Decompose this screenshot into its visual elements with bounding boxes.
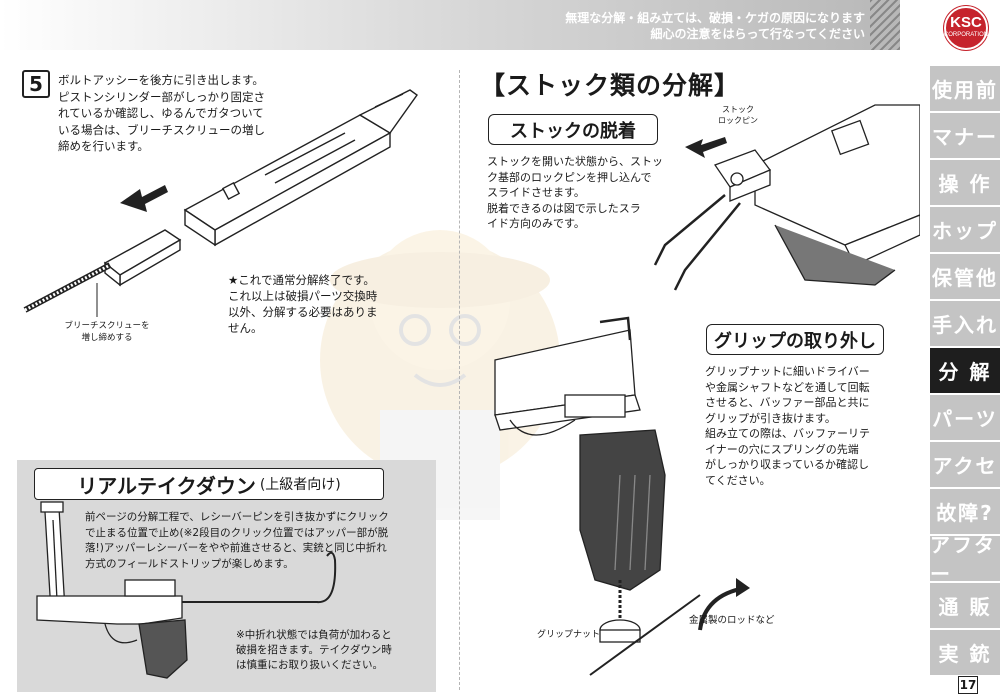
- stock-line: スライドさせます。: [487, 186, 585, 199]
- side-tab-operation[interactable]: 操 作: [930, 160, 1000, 205]
- step-number-badge: 5: [22, 70, 50, 98]
- grip-removal-title: グリップの取り外し: [706, 324, 884, 355]
- step5-line: れているか確認し、ゆるんでガタついて: [58, 106, 264, 120]
- ksc-logo: KSC CORPORATION: [940, 6, 992, 50]
- step5-line: ボルトアッシーを後方に引き出します。: [58, 73, 264, 87]
- real-takedown-subtitle: (上級者向け): [259, 477, 341, 493]
- stock-line: ク基部のロックピンを押し込んで: [487, 170, 652, 184]
- takedown-line: 方式のフィールドストリップが楽しめます。: [85, 557, 294, 570]
- grip-line: グリップが引き抜けます。: [705, 411, 836, 425]
- grip-nut-label: グリップナット: [537, 630, 601, 640]
- breech-screw-caption: ブリーチスクリューを 増し締めする: [52, 320, 162, 344]
- stock-removal-text: ストックを開いた状態から、ストッ ク基部のロックピンを押し込んで スライドさせま…: [487, 154, 677, 232]
- bolt-assembly-illustration: [23, 89, 418, 317]
- takedown-line: 前ページの分解工程で、レシーバーピンを引き抜かずにクリック: [85, 511, 389, 523]
- side-tab-disassembly[interactable]: 分 解: [930, 348, 1000, 393]
- side-tab-manners[interactable]: マナー: [930, 113, 1000, 158]
- step5-line: ピストンシリンダー部がしっかり固定さ: [58, 89, 265, 104]
- real-takedown-title-box: リアルテイクダウン (上級者向け): [34, 468, 384, 500]
- safety-notice-line1: 無理な分解・組み立ては、破損・ケガの原因になります: [565, 11, 865, 25]
- caution-line: 破損を招きます。テイクダウン時: [236, 644, 392, 656]
- end-note-line: 以外、分解する必要はありま: [228, 305, 378, 319]
- safety-notice-line2: 細心の注意をはらって行なってください: [650, 27, 865, 41]
- side-nav-tabs: 使用前 マナー 操 作 ホップ 保管他 手入れ 分 解 パーツ アクセ 故障? …: [930, 66, 1000, 677]
- grip-line: がしっかり収まっているか確認し: [705, 458, 870, 471]
- end-note-line: せん。: [228, 321, 263, 335]
- stock-lock-pin-label: ストック ロックピン: [713, 104, 763, 126]
- stock-illustration: [653, 104, 920, 291]
- grip-line: グリップナットに細いドライバー: [705, 365, 870, 378]
- grip-line: てください。: [705, 473, 771, 487]
- step5-instructions: ボルトアッシーを後方に引き出します。 ピストンシリンダー部がしっかり固定さ れて…: [58, 72, 290, 155]
- page-number: 17: [958, 676, 978, 694]
- end-note-line: ★これで通常分解終了です。: [228, 273, 375, 287]
- stock-section-title: 【ストック類の分解】: [480, 71, 741, 100]
- end-note-line: これ以上は破損パーツ交換時: [228, 289, 378, 303]
- side-tab-storage[interactable]: 保管他: [930, 254, 1000, 299]
- takedown-line: で止まる位置で止め(※2段目のクリック位置ではアッパー部が脱: [85, 526, 389, 539]
- takedown-line: 落!)アッパーレシーバーをやや前進させると、実銃と同じ中折れ: [85, 542, 387, 554]
- grip-line: イナーの穴にスプリングの先端: [705, 442, 859, 456]
- disassembly-end-note: ★これで通常分解終了です。 これ以上は破損パーツ交換時 以外、分解する必要はあり…: [228, 272, 403, 336]
- grip-removal-illustration: [494, 316, 750, 676]
- metal-rod-label: 金属製のロッドなど: [689, 615, 775, 626]
- grip-line: させると、バッファー部品と共に: [705, 396, 870, 409]
- pin-label-line: ストック: [722, 105, 754, 114]
- side-tab-parts[interactable]: パーツ: [930, 395, 1000, 440]
- side-tab-mail-order[interactable]: 通 販: [930, 583, 1000, 628]
- side-tab-maintenance[interactable]: 手入れ: [930, 301, 1000, 346]
- side-tab-real-gun[interactable]: 実 銃: [930, 630, 1000, 675]
- side-tab-hop[interactable]: ホップ: [930, 207, 1000, 252]
- logo-text: KSC: [950, 14, 982, 31]
- logo-circle: [944, 6, 988, 50]
- grip-line: 組み立ての際は、バッファーリテ: [705, 427, 870, 440]
- column-divider: [459, 70, 460, 690]
- side-tab-after-service[interactable]: アフター: [930, 533, 1000, 586]
- caution-line: は慎重にお取り扱いください。: [236, 659, 383, 671]
- real-takedown-title: リアルテイクダウン: [77, 473, 256, 498]
- caption-line: 増し締めする: [81, 333, 133, 343]
- caution-line: ※中折れ状態では負荷が加わると: [236, 629, 392, 641]
- logo-subtext: CORPORATION: [943, 32, 989, 38]
- pin-label-line: ロックピン: [718, 116, 758, 125]
- safety-notice: 無理な分解・組み立ては、破損・ケガの原因になります 細心の注意をはらって行なって…: [565, 10, 865, 42]
- grip-removal-text: グリップナットに細いドライバー や金属シャフトなどを通して回転 させると、バッフ…: [705, 364, 905, 488]
- side-tab-troubleshooting[interactable]: 故障?: [930, 489, 1000, 534]
- stock-line: 脱着できるのは図で示したスラ: [487, 201, 641, 215]
- step5-line: 締めを行います。: [58, 139, 149, 153]
- takedown-caution-note: ※中折れ状態では負荷が加わると 破損を招きます。テイクダウン時 は慎重にお取り扱…: [236, 628, 426, 673]
- stock-line: ストックを開いた状態から、ストッ: [487, 155, 663, 168]
- takedown-illustration: [36, 501, 337, 679]
- caption-line: ブリーチスクリューを: [64, 321, 150, 331]
- header-band: [0, 0, 900, 50]
- step5-line: いる場合は、ブリーチスクリューの増し: [58, 122, 265, 137]
- side-tab-before-use[interactable]: 使用前: [930, 66, 1000, 111]
- stock-line: イド方向のみです。: [487, 217, 585, 230]
- stock-removal-title: ストックの脱着: [488, 114, 658, 145]
- real-takedown-text: 前ページの分解工程で、レシーバーピンを引き抜かずにクリック で止まる位置で止め(…: [85, 510, 425, 572]
- header-stripe: [870, 0, 900, 50]
- side-tab-accessories[interactable]: アクセ: [930, 442, 1000, 487]
- grip-line: や金属シャフトなどを通して回転: [705, 380, 870, 394]
